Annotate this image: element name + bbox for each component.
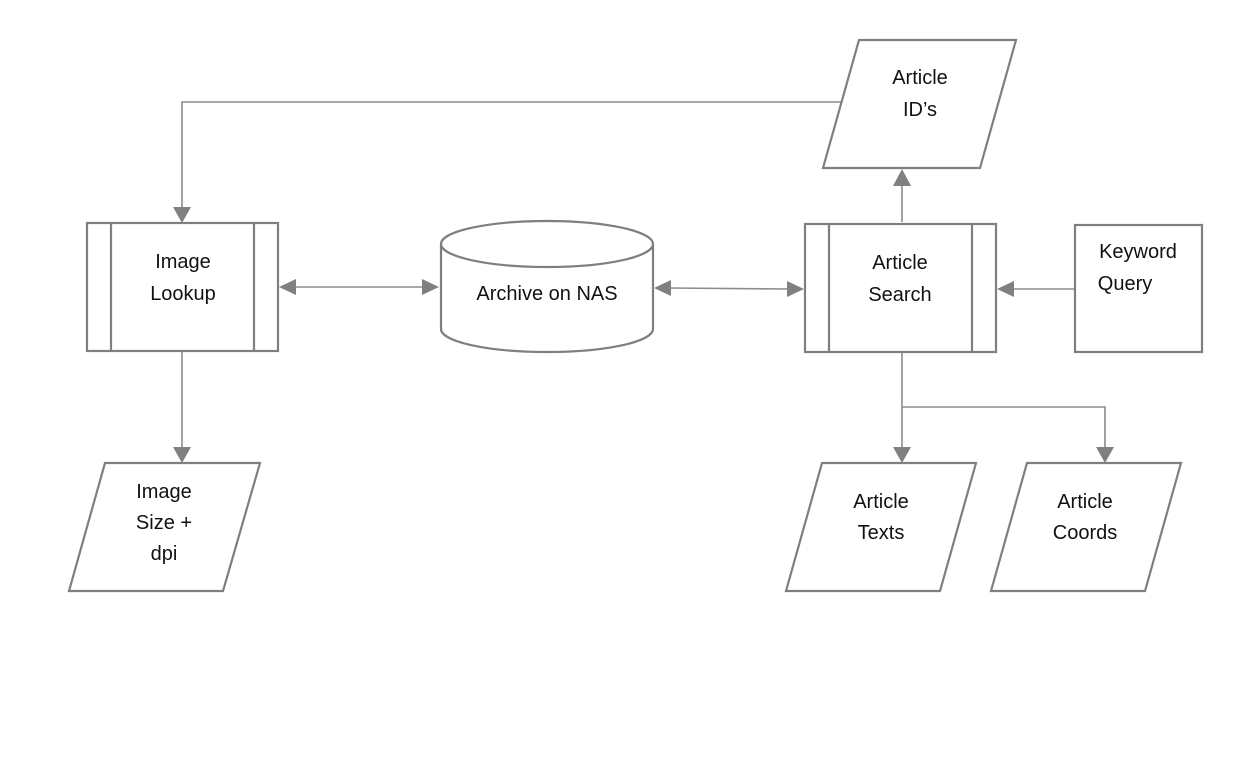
arrowhead-into-archive-right bbox=[654, 280, 671, 296]
node-article-coords: Article Coords bbox=[989, 461, 1183, 593]
article-ids-label-line-2: ID’s bbox=[903, 99, 937, 121]
article-search-label-line-1: Article bbox=[872, 252, 928, 274]
keyword-query-shape bbox=[1073, 223, 1204, 354]
connectors bbox=[173, 101, 1114, 463]
archive-cylinder-top bbox=[439, 219, 655, 269]
image-lookup-label-line-1: Image bbox=[155, 251, 211, 273]
article-texts-label-line-1: Article bbox=[853, 491, 909, 513]
arrowhead-into-image-lookup bbox=[173, 207, 191, 223]
node-article-texts: Article Texts bbox=[784, 461, 978, 593]
arrowhead-into-article-search-left bbox=[787, 281, 804, 297]
node-keyword-query: Keyword Query bbox=[1073, 223, 1204, 354]
image-lookup-shape bbox=[85, 221, 280, 353]
edge-article-ids-to-image-lookup bbox=[181, 101, 842, 207]
image-size-label-line-1: Image bbox=[136, 481, 192, 503]
image-lookup-label-line-2: Lookup bbox=[150, 283, 216, 305]
image-size-shape bbox=[67, 461, 262, 593]
node-image-size-dpi: Image Size + dpi bbox=[67, 461, 262, 593]
node-article-search: Article Search bbox=[803, 222, 998, 354]
node-image-lookup: Image Lookup bbox=[85, 221, 280, 353]
keyword-query-label-line-1: Keyword bbox=[1099, 241, 1177, 263]
node-archive-on-nas: Archive on NAS bbox=[439, 219, 655, 354]
arrowhead-into-article-ids bbox=[893, 169, 911, 186]
arrowhead-into-archive-left bbox=[422, 279, 439, 295]
article-ids-label-line-1: Article bbox=[892, 67, 948, 89]
arrowhead-into-article-texts bbox=[893, 447, 911, 463]
arrowhead-into-article-coords bbox=[1096, 447, 1114, 463]
arrowhead-into-image-size bbox=[173, 447, 191, 463]
article-search-shape bbox=[803, 222, 998, 354]
node-article-ids: Article ID’s bbox=[821, 38, 1018, 170]
archive-label: Archive on NAS bbox=[476, 283, 617, 305]
article-ids-shape bbox=[821, 38, 1018, 170]
archive-cylinder-body bbox=[439, 244, 655, 354]
article-search-label-line-2: Search bbox=[868, 284, 931, 306]
image-size-label-line-3: dpi bbox=[151, 543, 178, 565]
arrowhead-into-article-search-right bbox=[997, 281, 1014, 297]
article-coords-label-line-2: Coords bbox=[1053, 522, 1117, 544]
article-coords-shape bbox=[989, 461, 1183, 593]
article-texts-shape bbox=[784, 461, 978, 593]
article-coords-label-line-1: Article bbox=[1057, 491, 1113, 513]
image-size-label-line-2: Size + bbox=[136, 512, 192, 534]
edge-archive-article-search bbox=[668, 287, 790, 290]
arrowhead-into-image-lookup-left bbox=[279, 279, 296, 295]
keyword-query-label-line-2: Query bbox=[1098, 273, 1152, 295]
edge-article-search-to-article-coords bbox=[902, 406, 1106, 447]
article-texts-label-line-2: Texts bbox=[858, 522, 905, 544]
